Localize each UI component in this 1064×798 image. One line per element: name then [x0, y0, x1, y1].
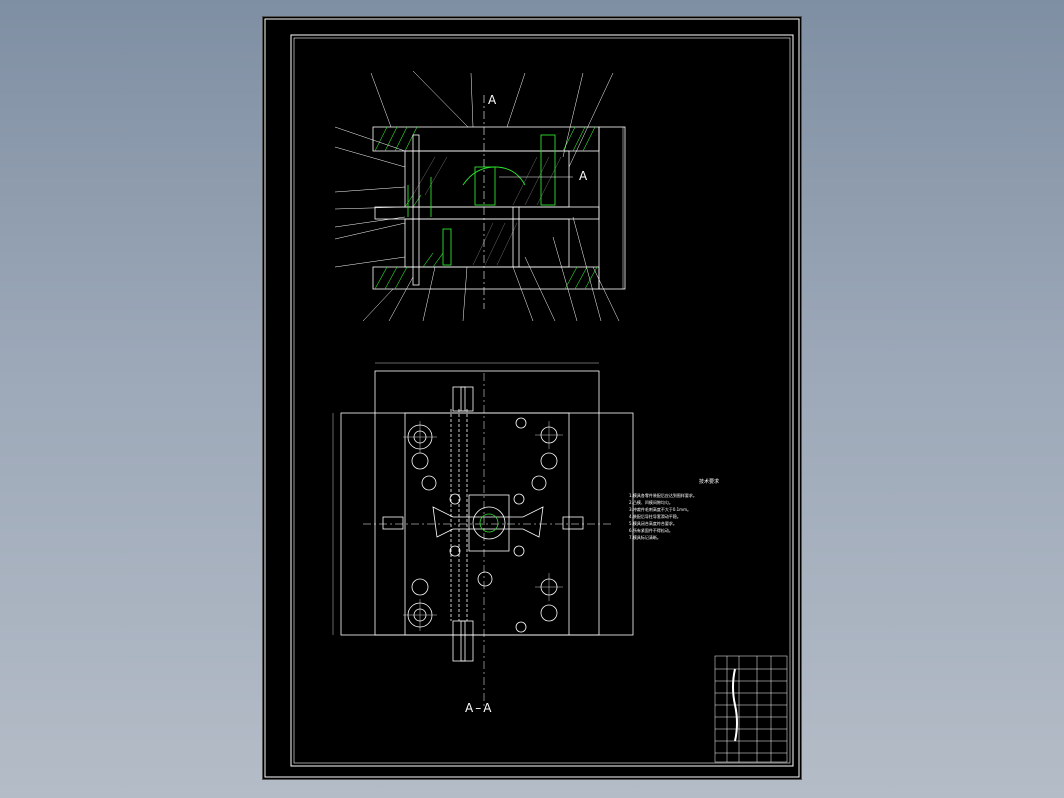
note-line: 7.模具标记清晰。 [629, 535, 661, 540]
frame-border [290, 34, 794, 767]
section-marker-top: A [488, 93, 499, 107]
note-line: 2.凸模、凹模间隙均匀。 [629, 500, 673, 505]
outer-border [264, 18, 800, 778]
cad-drawing [264, 18, 800, 778]
drawing-sheet: A A A–A 技术要求 1.模具各零件装配后应达到图样要求。 2.凸模、凹模间… [263, 17, 801, 779]
section-marker-side: A [579, 169, 590, 183]
title-block-grid [714, 655, 788, 763]
section-view-label: A–A [465, 701, 494, 715]
technical-notes: 技术要求 1.模具各零件装配后应达到图样要求。 2.凸模、凹模间隙均匀。 3.冲… [629, 479, 789, 541]
inner-border [293, 37, 791, 764]
note-line: 3.冲裁件毛刺高度不大于0.1mm。 [629, 507, 691, 512]
section-view [334, 70, 626, 322]
note-line: 4.装配后导柱导套滑动平稳。 [629, 514, 681, 519]
note-line: 6.所有紧固件不得松动。 [629, 528, 673, 533]
note-line: 5.模具闭合高度符合要求。 [629, 521, 677, 526]
plan-view [332, 362, 634, 707]
note-line: 1.模具各零件装配后应达到图样要求。 [629, 493, 697, 498]
notes-title: 技术要求 [698, 479, 719, 485]
